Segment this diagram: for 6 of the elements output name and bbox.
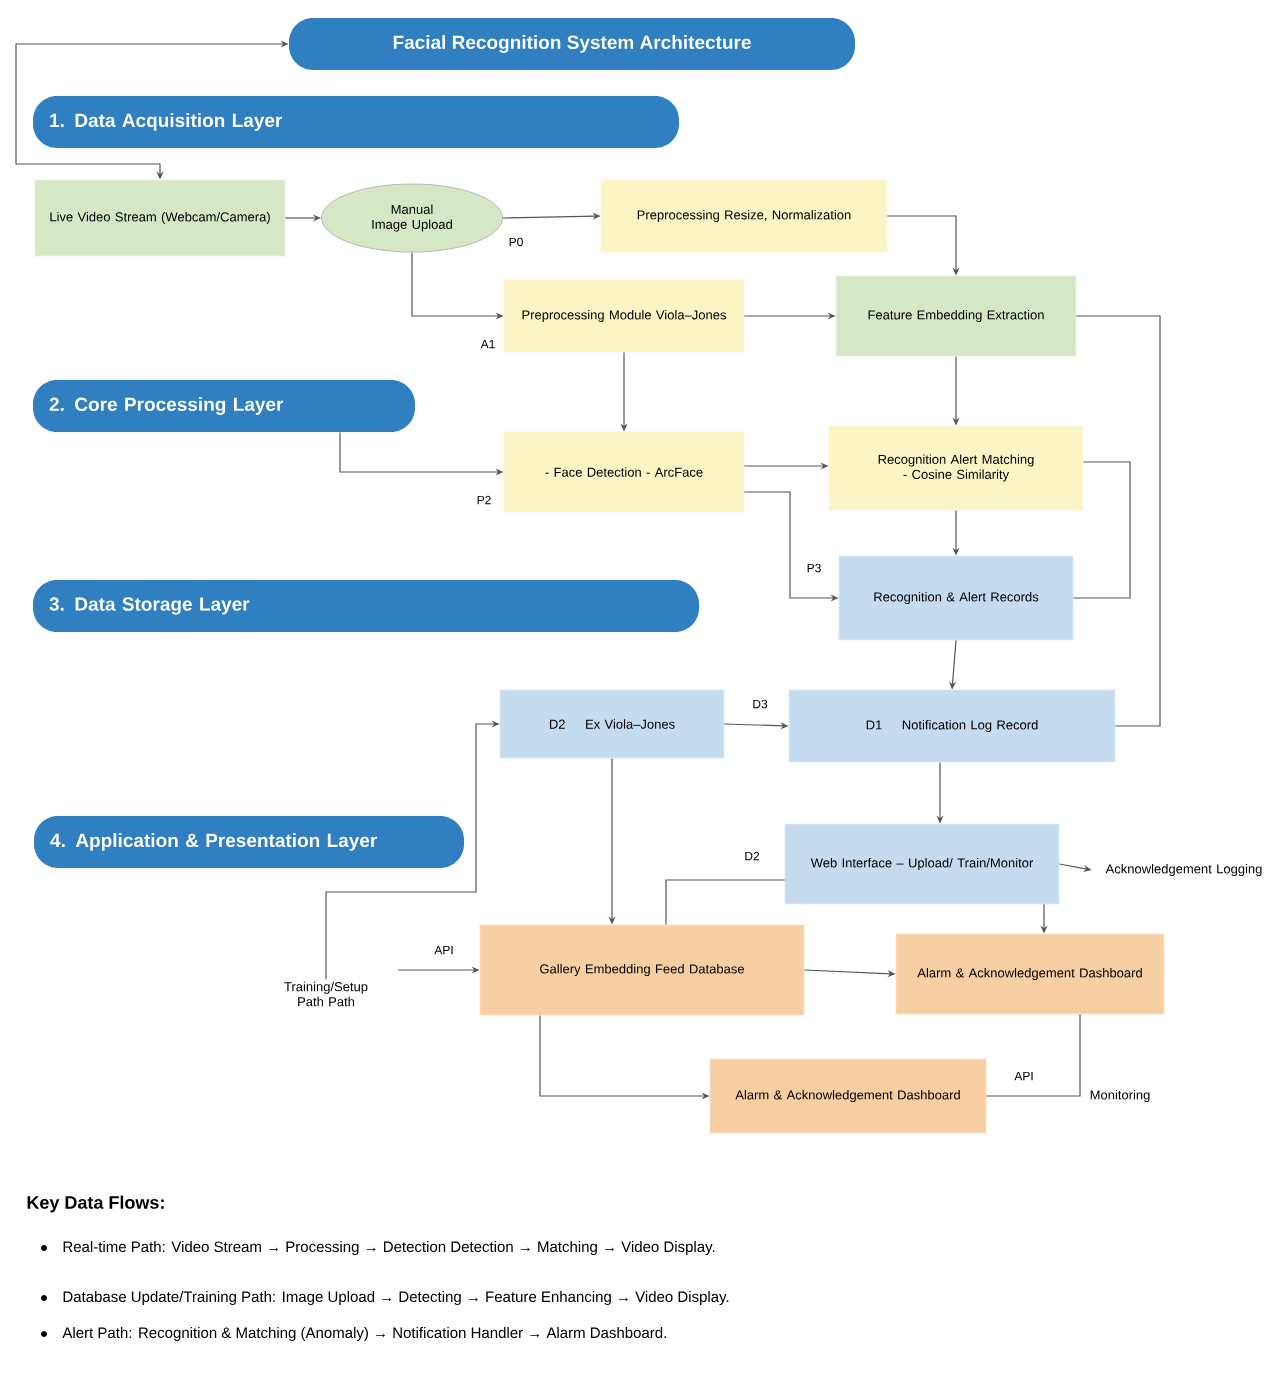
title-banner: Facial Recognition System Architecture — [289, 18, 855, 70]
layer-banner: 2. Core Processing Layer — [33, 380, 415, 432]
layer-banner: 3. Data Storage Layer — [33, 580, 699, 632]
heading: Key Data Flows: — [27, 1195, 164, 1213]
layer-banner: 4. Application & Presentation Layer — [34, 816, 464, 868]
layer-banner: 1. Data Acquisition Layer — [33, 96, 679, 148]
